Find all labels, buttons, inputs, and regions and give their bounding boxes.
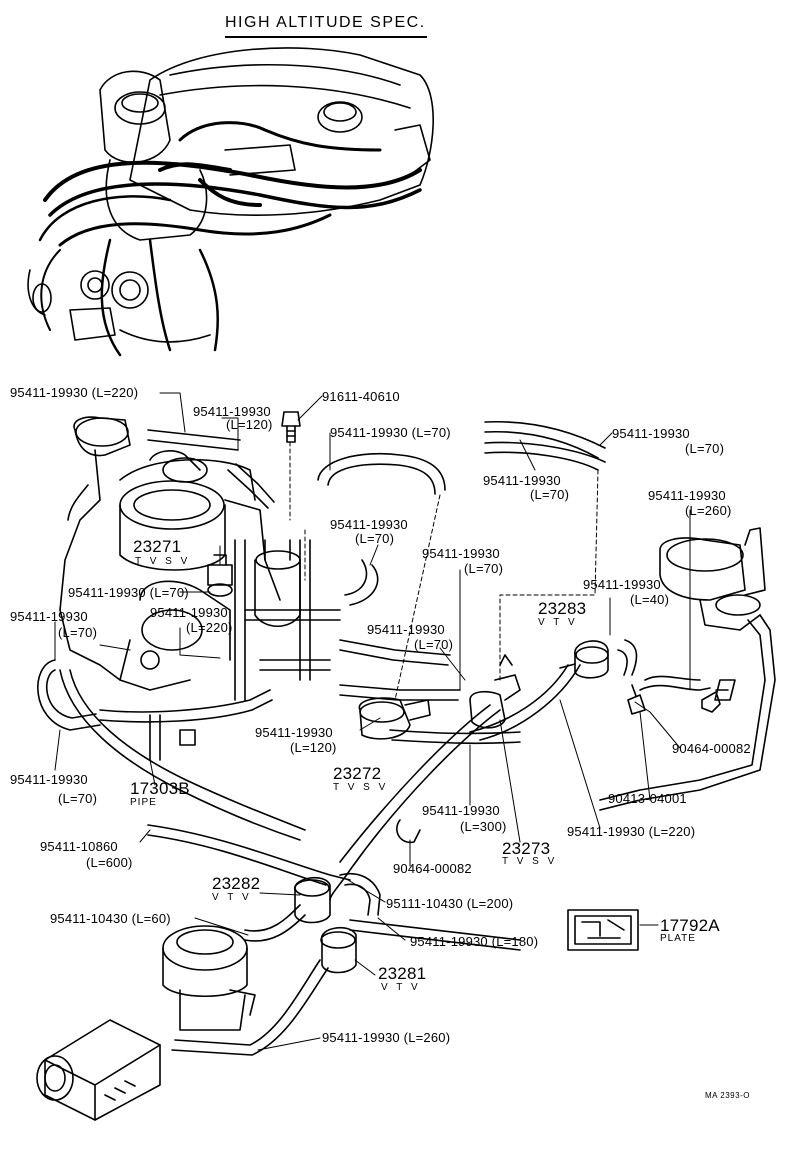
- sensor-connector-illustration: [36, 1019, 161, 1121]
- title-underline: [225, 36, 427, 38]
- label-hose-95411-19930-l220-right: 95411-19930 (L=220): [567, 824, 696, 839]
- vacuum-hoses: [37, 420, 776, 1056]
- label-part-17303b-type: PIPE: [130, 797, 157, 808]
- label-hose-l220-left-length: (L=220): [186, 620, 233, 635]
- label-part-23271-type: T V S V: [135, 556, 191, 567]
- label-hose-l120-c-length: (L=120): [290, 740, 337, 755]
- valve-23283: [559, 640, 609, 679]
- engine-overview-illustration: [27, 47, 434, 357]
- label-hose-95411-10860-l600: 95411-10860: [40, 839, 118, 854]
- label-hose-95411-19930-l40: 95411-19930: [583, 577, 661, 592]
- valve-23272: [358, 697, 431, 740]
- label-part-23271: 23271: [133, 537, 182, 556]
- label-hose-95411-19930-l120: 95411-19930: [193, 404, 271, 419]
- label-hose-l120-length: (L=120): [226, 417, 273, 432]
- label-hose-l40-length: (L=40): [630, 592, 670, 607]
- label-bolt-91611-40610: 91611-40610: [322, 389, 400, 404]
- label-hose-95411-19930-l70-far-left: 95411-19930: [10, 609, 88, 624]
- label-hose-l70-right-length: (L=70): [685, 441, 725, 456]
- assembly-guide-lines: [289, 441, 599, 701]
- label-hose-95411-19930-l70-o: 95411-19930: [367, 622, 445, 637]
- label-hose-95411-19930-l260-bottom: 95411-19930 (L=260): [322, 1030, 451, 1045]
- label-hose-95411-19930-l70-center: 95411-19930: [483, 473, 561, 488]
- label-part-23272: 23272: [333, 764, 382, 783]
- label-hose-l70-n-length: (L=70): [464, 561, 504, 576]
- label-hose-l260-length: (L=260): [685, 503, 732, 518]
- label-hose-95411-19930-l70-right: 95411-19930: [612, 426, 690, 441]
- label-part-23282-type: V T V: [212, 892, 252, 903]
- label-clip-90464-00082-right: 90464-00082: [672, 741, 751, 756]
- label-union-90413-04001: 90413-04001: [608, 791, 687, 806]
- label-hose-95411-19930-l120-c: 95411-19930: [255, 725, 333, 740]
- label-hose-95411-19930-l70-top: 95411-19930 (L=70): [330, 425, 451, 440]
- label-hose-95411-19930-l70-bottom-left: 95411-19930: [10, 772, 88, 787]
- label-part-17792a: 17792A: [660, 916, 720, 935]
- label-hose-95411-19930-l300: 95411-19930: [422, 803, 500, 818]
- valve-23282: [294, 876, 331, 924]
- label-part-23273-type: T V S V: [502, 856, 558, 867]
- label-hose-95411-19930-l180: 95411-19930 (L=180): [410, 934, 539, 949]
- label-hose-l70-center-length: (L=70): [530, 487, 570, 502]
- label-hose-95411-19930-l70-mid: 95411-19930: [330, 517, 408, 532]
- label-hose-95411-19930-l70-n: 95411-19930: [422, 546, 500, 561]
- label-hose-l70-mid-length: (L=70): [355, 531, 395, 546]
- label-part-23283-type: V T V: [538, 617, 578, 628]
- clip-90464-right: [701, 691, 721, 713]
- label-part-23272-type: T V S V: [333, 782, 389, 793]
- label-hose-l70-o-length: (L=70): [414, 637, 454, 652]
- egr-valve-illustration: [162, 925, 256, 1031]
- label-hose-95411-19930-l260: 95411-19930: [648, 488, 726, 503]
- page-title: HIGH ALTITUDE SPEC.: [225, 14, 426, 31]
- label-part-23283: 23283: [538, 599, 587, 618]
- clip-90464-center: [396, 819, 421, 844]
- engine-block-illustration: [59, 416, 766, 701]
- label-part-23281-type: V T V: [381, 982, 421, 993]
- valve-23271: [207, 554, 233, 597]
- label-part-23281: 23281: [378, 964, 427, 983]
- label-hose-l300-length: (L=300): [460, 819, 507, 834]
- label-part-23273: 23273: [502, 839, 551, 858]
- label-clip-90464-00082-center: 90464-00082: [393, 861, 472, 876]
- valve-23281: [320, 926, 357, 974]
- label-hose-95411-10430-l60: 95411-10430 (L=60): [50, 911, 171, 926]
- valve-23273: [469, 654, 521, 729]
- label-hose-l70-far-left-length: (L=70): [58, 625, 98, 640]
- label-hose-95411-19930-l70-left: 95411-19930 (L=70): [68, 585, 189, 600]
- plate-17792a: [567, 909, 639, 951]
- pipe-17303b: [149, 539, 341, 761]
- label-hose-l70-bottom-left-length: (L=70): [58, 791, 98, 806]
- label-part-17792a-type: PLATE: [660, 933, 696, 944]
- bolt-icon: [281, 411, 301, 443]
- union-90413: [627, 684, 646, 715]
- leader-lines: [54, 392, 691, 1051]
- label-hose-95411-19930-l220-left: 95411-19930: [150, 605, 228, 620]
- label-part-17303b: 17303B: [130, 779, 190, 798]
- label-hose-95111-10430-l200: 95111-10430 (L=200): [386, 896, 514, 911]
- label-part-23282: 23282: [212, 874, 261, 893]
- label-hose-l600-length: (L=600): [86, 855, 133, 870]
- label-hose-95411-19930-l220: 95411-19930 (L=220): [10, 385, 139, 400]
- drawing-code: MA 2393-O: [705, 1091, 750, 1100]
